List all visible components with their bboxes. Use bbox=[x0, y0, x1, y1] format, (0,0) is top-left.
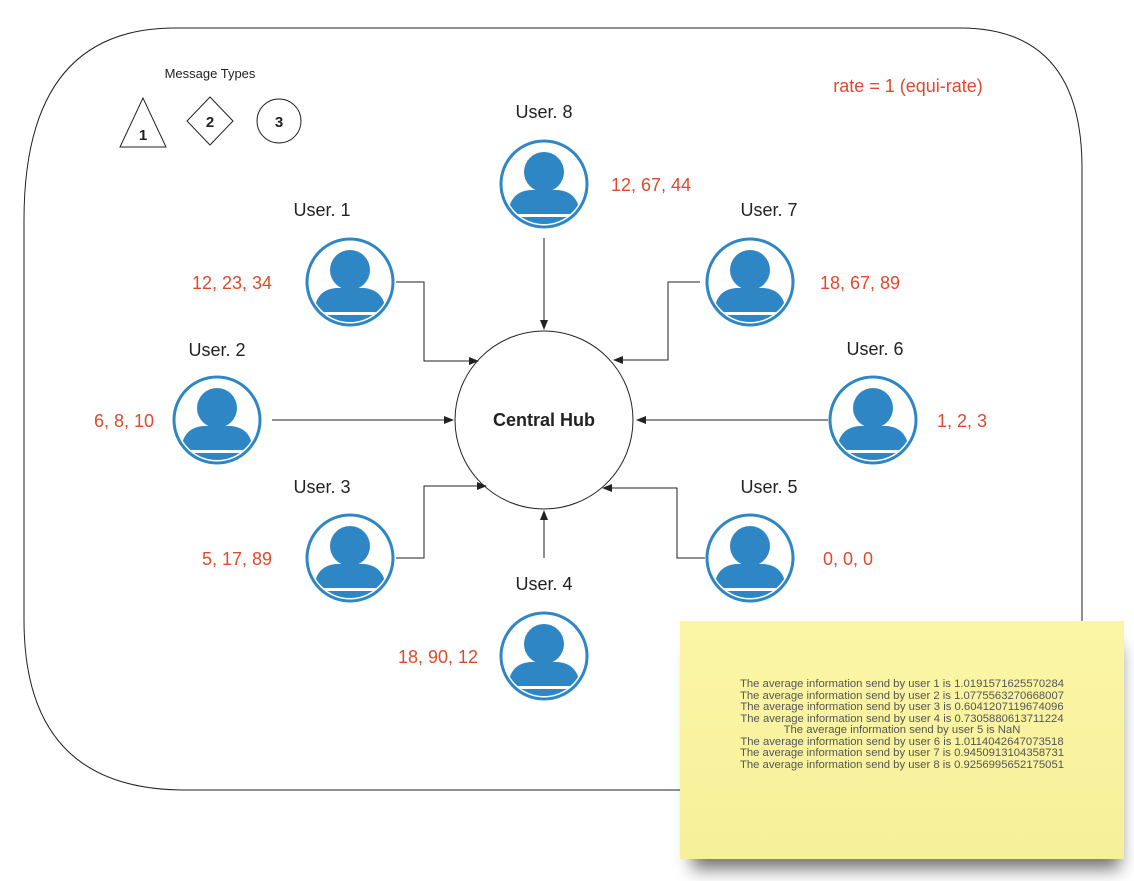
central-hub-node bbox=[454, 330, 634, 510]
user-avatar-icon bbox=[499, 139, 589, 229]
connector-user-3 bbox=[396, 482, 487, 559]
diamond-icon bbox=[186, 96, 234, 146]
legend-type-3: 3 bbox=[256, 98, 302, 144]
user-4-values: 18, 90, 12 bbox=[398, 647, 478, 667]
note-line-user-6: The average information send by user 6 i… bbox=[740, 735, 1064, 748]
connectors bbox=[272, 238, 828, 559]
legend-type-3-label: 3 bbox=[275, 114, 283, 131]
connector-user-1 bbox=[396, 281, 479, 365]
user-8-name: User. 8 bbox=[515, 102, 572, 122]
note-lines: The average information send by user 1 i… bbox=[680, 678, 1124, 771]
circle-icon bbox=[256, 98, 302, 144]
note-line-user-8: The average information send by user 8 i… bbox=[739, 758, 1065, 771]
legend-type-2: 2 bbox=[186, 96, 234, 146]
user-1-node: User. 1 12, 23, 34 bbox=[192, 200, 395, 327]
user-3-node: User. 3 5, 17, 89 bbox=[202, 477, 395, 603]
user-2-name: User. 2 bbox=[188, 340, 245, 360]
legend-title: Message Types bbox=[165, 66, 256, 81]
user-8-values: 12, 67, 44 bbox=[611, 175, 691, 195]
user-6-name: User. 6 bbox=[846, 339, 903, 359]
user-7-values: 18, 67, 89 bbox=[820, 273, 900, 293]
user-5-node: User. 5 0, 0, 0 bbox=[705, 477, 873, 603]
user-1-name: User. 1 bbox=[293, 200, 350, 220]
user-avatar-icon bbox=[499, 611, 589, 701]
user-3-name: User. 3 bbox=[293, 477, 350, 497]
user-8-node: User. 8 12, 67, 44 bbox=[499, 102, 691, 229]
user-avatar-icon bbox=[305, 513, 395, 603]
user-1-values: 12, 23, 34 bbox=[192, 273, 272, 293]
legend-type-2-label: 2 bbox=[206, 114, 214, 131]
connector-user-5 bbox=[602, 484, 705, 559]
legend-type-1: 1 bbox=[119, 96, 167, 148]
user-avatar-icon bbox=[705, 237, 795, 327]
user-4-node: User. 4 18, 90, 12 bbox=[398, 574, 589, 701]
user-5-name: User. 5 bbox=[740, 477, 797, 497]
user-6-values: 1, 2, 3 bbox=[937, 411, 987, 431]
note-line-user-3: The average information send by user 3 i… bbox=[740, 701, 1064, 713]
user-avatar-icon bbox=[305, 237, 395, 327]
note-line-user-2: The average information send by user 2 i… bbox=[739, 689, 1065, 702]
user-5-values: 0, 0, 0 bbox=[823, 549, 873, 569]
user-2-node: User. 2 6, 8, 10 bbox=[94, 340, 262, 465]
rate-label: rate = 1 (equi-rate) bbox=[833, 76, 983, 96]
user-7-node: User. 7 18, 67, 89 bbox=[705, 200, 900, 327]
user-nodes: User. 1 12, 23, 34 User. 2 6, 8, 10 User. 3 5… bbox=[94, 102, 987, 701]
user-2-values: 6, 8, 10 bbox=[94, 411, 154, 431]
note-line-user-7: The average information send by user 7 i… bbox=[739, 747, 1065, 759]
user-3-values: 5, 17, 89 bbox=[202, 549, 272, 569]
user-avatar-icon bbox=[828, 375, 918, 465]
connector-user-7 bbox=[613, 281, 700, 364]
user-4-name: User. 4 bbox=[515, 574, 572, 594]
user-6-node: User. 6 1, 2, 3 bbox=[828, 339, 987, 465]
user-avatar-icon bbox=[705, 513, 795, 603]
note-line-user-5: The average information send by user 5 i… bbox=[783, 724, 1021, 736]
triangle-icon bbox=[119, 96, 167, 148]
outer-container bbox=[23, 27, 1083, 791]
user-avatar-icon bbox=[172, 375, 262, 465]
sticky-note: The average information send by user 1 i… bbox=[680, 621, 1124, 859]
central-hub-label: Central Hub bbox=[493, 410, 595, 430]
note-line-user-1: The average information send by user 1 i… bbox=[739, 678, 1065, 690]
user-7-name: User. 7 bbox=[740, 200, 797, 220]
note-line-user-4: The average information send by user 4 i… bbox=[740, 712, 1064, 725]
legend-type-1-label: 1 bbox=[139, 127, 147, 144]
